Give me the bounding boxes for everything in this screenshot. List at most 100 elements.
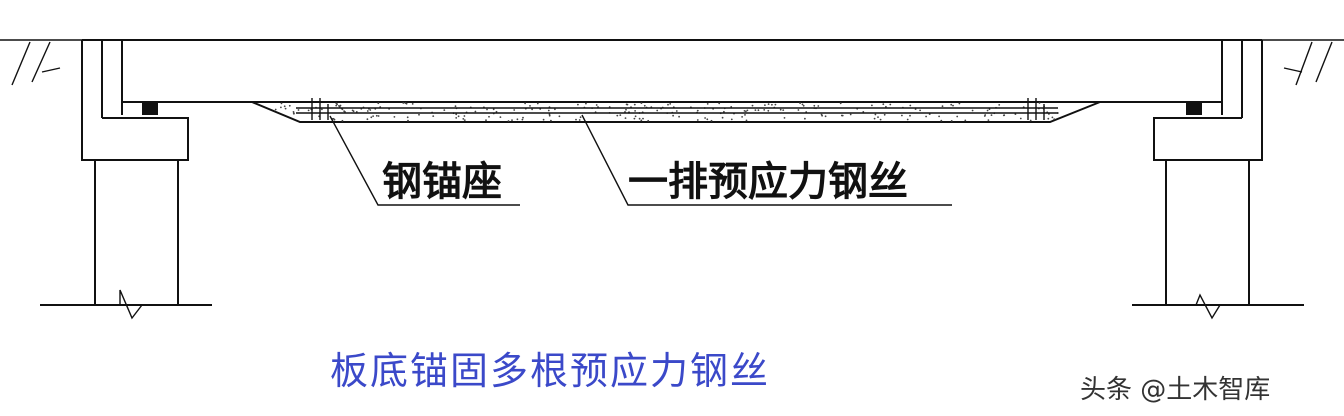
speckle-dot <box>696 109 699 112</box>
speckle-dot <box>280 106 282 109</box>
speckle-dot <box>919 109 921 112</box>
speckle-dot <box>817 105 820 107</box>
speckle-dot <box>341 108 344 111</box>
speckle-dot <box>411 103 414 105</box>
speckle-dot <box>404 102 407 104</box>
speckle-dot <box>696 119 699 121</box>
speckle-dot <box>757 109 760 112</box>
speckle-dot <box>280 102 283 105</box>
speckle-dot <box>333 118 336 121</box>
speckle-dot <box>335 104 338 107</box>
speckle-dot <box>516 118 519 121</box>
speckle-dot <box>634 115 637 118</box>
speckle-dot <box>873 117 876 120</box>
speckle-dot <box>616 114 619 117</box>
speckle-dot <box>521 118 524 121</box>
anchor-plate-right <box>1027 98 1045 120</box>
speckle-dot <box>638 117 641 120</box>
left-soil-hatch <box>0 39 82 86</box>
speckle-dot <box>941 105 944 108</box>
speckle-dot <box>874 113 877 116</box>
speckle-dot <box>548 114 551 117</box>
speckle-dot <box>554 108 556 111</box>
speckle-dot <box>511 119 513 121</box>
speckle-dot <box>634 110 636 112</box>
speckle-dot <box>745 110 747 113</box>
speckle-dot <box>718 102 721 105</box>
speckle-dot <box>909 104 912 107</box>
left-bearing-pad <box>142 103 158 115</box>
speckle-dot <box>579 116 582 119</box>
speckle-dot <box>938 115 940 118</box>
speckle-dot <box>779 108 782 111</box>
speckle-dot <box>369 109 372 111</box>
speckle-dot <box>443 109 446 111</box>
anchor-seat-leader <box>329 115 520 206</box>
speckle-dot <box>642 117 644 120</box>
speckle-dot <box>799 102 801 104</box>
speckle-dot <box>486 108 488 111</box>
speckle-dot <box>418 113 420 116</box>
speckle-dot <box>578 119 581 121</box>
speckle-dot <box>667 103 669 106</box>
speckle-dot <box>647 119 650 122</box>
speckle-dot <box>849 113 852 116</box>
speckle-dot <box>675 110 678 112</box>
diagram-caption: 板底锚固多根预应力钢丝 <box>330 349 770 393</box>
speckle-dot <box>455 117 458 119</box>
right-soil-hatch <box>1262 39 1344 86</box>
concrete-speckle <box>274 102 1059 122</box>
speckle-dot <box>292 112 295 114</box>
speckle-dot <box>964 119 967 122</box>
speckle-dot <box>624 117 627 119</box>
speckle-dot <box>455 113 458 116</box>
speckle-dot <box>488 115 490 118</box>
speckle-dot <box>536 102 539 105</box>
speckle-dot <box>1019 117 1022 120</box>
speckle-dot <box>882 103 885 106</box>
speckle-dot <box>339 104 342 107</box>
speckle-dot <box>284 107 287 110</box>
speckle-dot <box>767 109 770 112</box>
speckle-dot <box>288 104 291 107</box>
right-abutment <box>1132 39 1304 320</box>
speckle-dot <box>925 115 927 118</box>
speckle-dot <box>352 110 355 113</box>
speckle-dot <box>958 102 961 105</box>
speckle-dot <box>909 114 911 117</box>
speckle-dot <box>463 115 466 117</box>
speckle-dot <box>746 109 749 112</box>
speckle-dot <box>577 103 579 106</box>
speckle-dot <box>1047 117 1050 120</box>
speckle-dot <box>988 108 991 111</box>
speckle-dot <box>797 109 800 111</box>
speckle-dot <box>782 109 785 111</box>
speckle-dot <box>744 114 746 116</box>
speckle-dot <box>804 117 806 120</box>
speckle-dot <box>1051 116 1054 119</box>
speckle-dot <box>406 116 409 119</box>
speckle-dot <box>764 104 766 106</box>
speckle-dot <box>432 115 435 117</box>
speckle-dot <box>952 104 954 107</box>
speckle-dot <box>774 103 777 106</box>
speckle-dot <box>531 108 533 111</box>
speckle-dot <box>529 105 531 107</box>
speckle-dot <box>839 102 842 105</box>
anchor-plate-left <box>311 98 329 120</box>
speckle-dot <box>457 115 460 118</box>
speckle-dot <box>585 102 587 105</box>
speckle-dot <box>307 109 310 112</box>
speckle-dot <box>370 116 373 119</box>
speckle-dot <box>643 104 646 107</box>
speckle-dot <box>454 105 457 108</box>
speckle-dot <box>984 114 987 116</box>
speckle-dot <box>463 119 466 121</box>
speckle-dot <box>950 103 953 106</box>
speckle-dot <box>393 116 396 118</box>
speckle-dot <box>802 104 805 107</box>
speckle-dot <box>986 109 989 112</box>
speckle-dot <box>672 114 674 117</box>
speckle-dot <box>341 119 344 122</box>
